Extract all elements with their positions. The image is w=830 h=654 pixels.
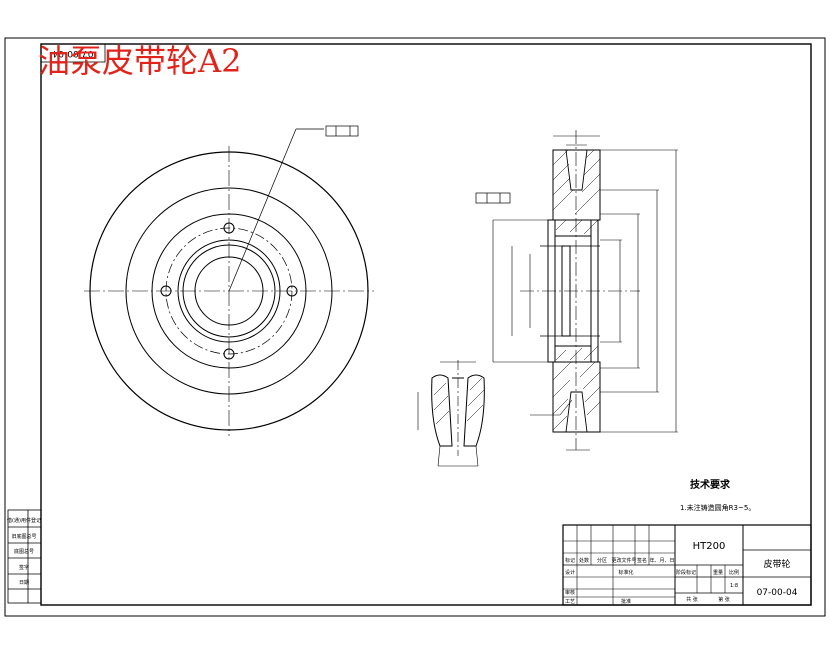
tb-approve: 批准 — [621, 598, 631, 605]
side-label-1: 借(通)用件登记 — [7, 517, 41, 524]
section-view — [520, 130, 640, 450]
tb-sheets-total: 共 张 — [686, 596, 698, 603]
tech-requirement-1: 1.未注铸造圆角R3~5。 — [680, 503, 755, 512]
tb-zone: 分区 — [597, 557, 607, 564]
tb-change-doc: 更改文件号 — [611, 557, 636, 564]
tb-designer: 设计 — [565, 569, 575, 576]
side-label-2: 旧底图总号 — [11, 533, 36, 540]
corner-code-box — [40, 43, 106, 63]
front-view — [84, 128, 374, 436]
side-label-4: 签字 — [19, 564, 29, 571]
tb-signature: 签名 — [637, 557, 647, 564]
title-block — [562, 524, 812, 606]
tb-mark: 标记 — [565, 557, 575, 564]
tb-sheet-no: 第 张 — [718, 596, 730, 603]
tech-requirements-heading: 技术要求 — [690, 478, 731, 491]
side-label-3: 底图总号 — [14, 548, 34, 555]
inner-frame — [40, 43, 812, 606]
section-tolerance-frame — [475, 192, 511, 204]
outer-frame — [4, 37, 826, 617]
tb-stage-mark: 阶段标记 — [676, 569, 696, 576]
overlay-title: 油泵皮带轮A2 — [38, 42, 241, 80]
tb-scale-label: 比例 — [729, 569, 739, 576]
section-dimensions — [492, 135, 678, 451]
tb-count: 处数 — [579, 557, 589, 564]
drawing-number: 07-00-04 — [757, 588, 798, 598]
side-registration-column — [7, 509, 42, 604]
material-value: HT200 — [693, 541, 726, 552]
tb-standardization: 标准化 — [618, 569, 633, 576]
tb-date: 年、月、日 — [649, 557, 674, 564]
corner-code: 07-00-04 — [52, 48, 93, 58]
front-tolerance-frame — [325, 125, 359, 137]
side-label-5: 日期 — [19, 580, 29, 586]
part-name: 皮带轮 — [763, 558, 790, 570]
tb-process: 工艺 — [565, 599, 575, 605]
section-hatching — [552, 149, 601, 431]
tb-weight: 重量 — [713, 569, 723, 576]
groove-hatching — [433, 377, 485, 425]
groove-detail — [417, 360, 485, 467]
tb-review: 审核 — [565, 589, 575, 596]
scale-value: 1:8 — [730, 583, 738, 589]
